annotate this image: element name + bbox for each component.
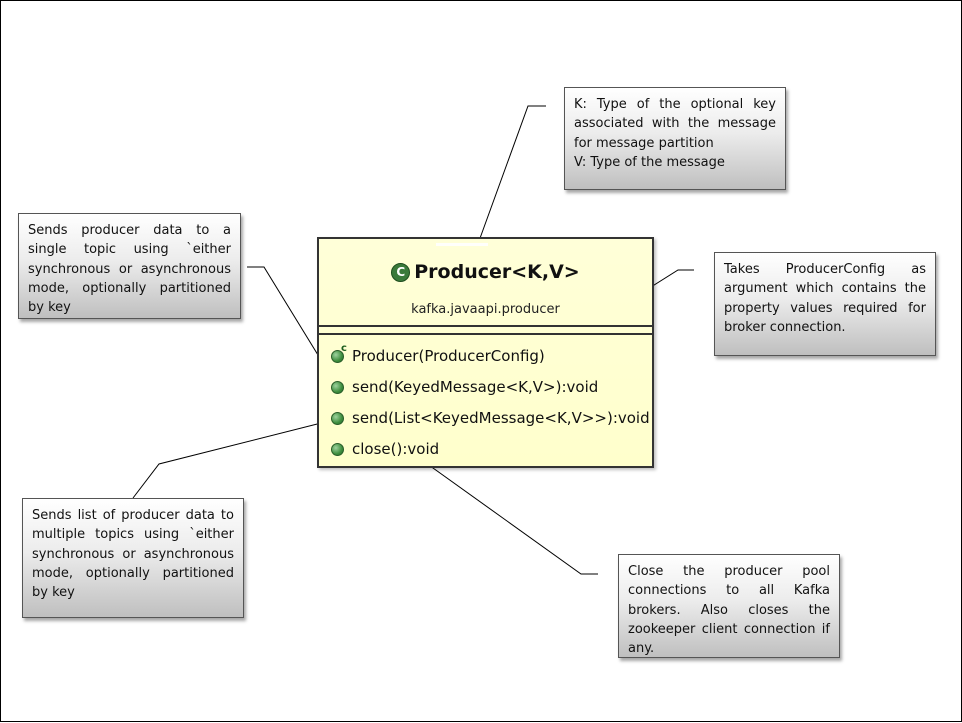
method-label: send(KeyedMessage<K,V>):void xyxy=(352,378,599,396)
note-line: Takes ProducerConfig as xyxy=(724,262,926,277)
note-line: single topic using `either xyxy=(28,242,231,258)
note-line: argument which contains the xyxy=(724,281,926,297)
note-line: brokers. Also closes the xyxy=(628,602,830,618)
class-title: C Producer<K,V> xyxy=(391,261,580,283)
class-name: Producer<K,V> xyxy=(414,261,580,283)
public-method-icon xyxy=(331,442,344,456)
note-line: Sends list of producer data to xyxy=(32,508,234,523)
note-line: property values required for xyxy=(724,300,926,316)
note-constructor: Takes ProducerConfig as argument which c… xyxy=(714,252,936,356)
method-send-list: send(List<KeyedMessage<K,V>>):void xyxy=(331,409,650,427)
method-label: Producer(ProducerConfig) xyxy=(352,347,545,365)
note-line: V: Type of the message xyxy=(574,154,725,170)
public-method-icon xyxy=(331,380,344,394)
method-label: close():void xyxy=(352,440,440,458)
note-line: by key xyxy=(32,585,75,601)
note-close: Close the producer pool connections to a… xyxy=(618,554,840,658)
uml-class-box: C Producer<K,V> kafka.javaapi.producer c… xyxy=(317,237,654,468)
method-label: send(List<KeyedMessage<K,V>>):void xyxy=(352,409,650,427)
note-send-single: Sends producer data to a single topic us… xyxy=(18,213,241,319)
note-line: Sends producer data to a xyxy=(28,223,231,238)
note-line: for message partition xyxy=(574,135,714,151)
note-line: any. xyxy=(628,641,655,657)
connector-close xyxy=(425,462,598,575)
class-package: kafka.javaapi.producer xyxy=(411,302,560,317)
note-line: associated with the message xyxy=(574,116,776,132)
note-line: mode, optionally partitioned xyxy=(32,565,234,581)
note-line: K: Type of the optional key xyxy=(574,97,776,112)
note-line: mode, optionally partitioned xyxy=(28,280,231,296)
highlight-mark xyxy=(436,243,488,246)
class-c-icon: C xyxy=(391,262,411,282)
note-line: synchronous or asynchronous xyxy=(32,546,234,562)
constructor-icon: c xyxy=(331,343,347,363)
method-close: close():void xyxy=(331,440,439,458)
public-method-icon xyxy=(331,411,344,425)
note-line: synchronous or asynchronous xyxy=(28,261,231,277)
note-line: connections to all Kafka xyxy=(628,583,830,599)
note-line: multiple topics using `either xyxy=(32,527,234,543)
note-line: broker connection. xyxy=(724,319,846,335)
compartment-divider xyxy=(319,333,652,335)
note-type-params: K: Type of the optional key associated w… xyxy=(564,87,786,190)
class-header: C Producer<K,V> xyxy=(319,261,652,283)
method-constructor: c Producer(ProducerConfig) xyxy=(331,343,545,365)
method-send-keyed: send(KeyedMessage<K,V>):void xyxy=(331,378,598,396)
compartment-divider xyxy=(319,325,652,327)
note-send-list: Sends list of producer data to multiple … xyxy=(22,498,244,618)
note-line: Close the producer pool xyxy=(628,564,830,579)
connector-send-list xyxy=(132,418,338,499)
connector-type-params xyxy=(478,105,546,242)
note-line: zookeeper client connection if xyxy=(628,621,830,637)
note-line: by key xyxy=(28,300,71,316)
